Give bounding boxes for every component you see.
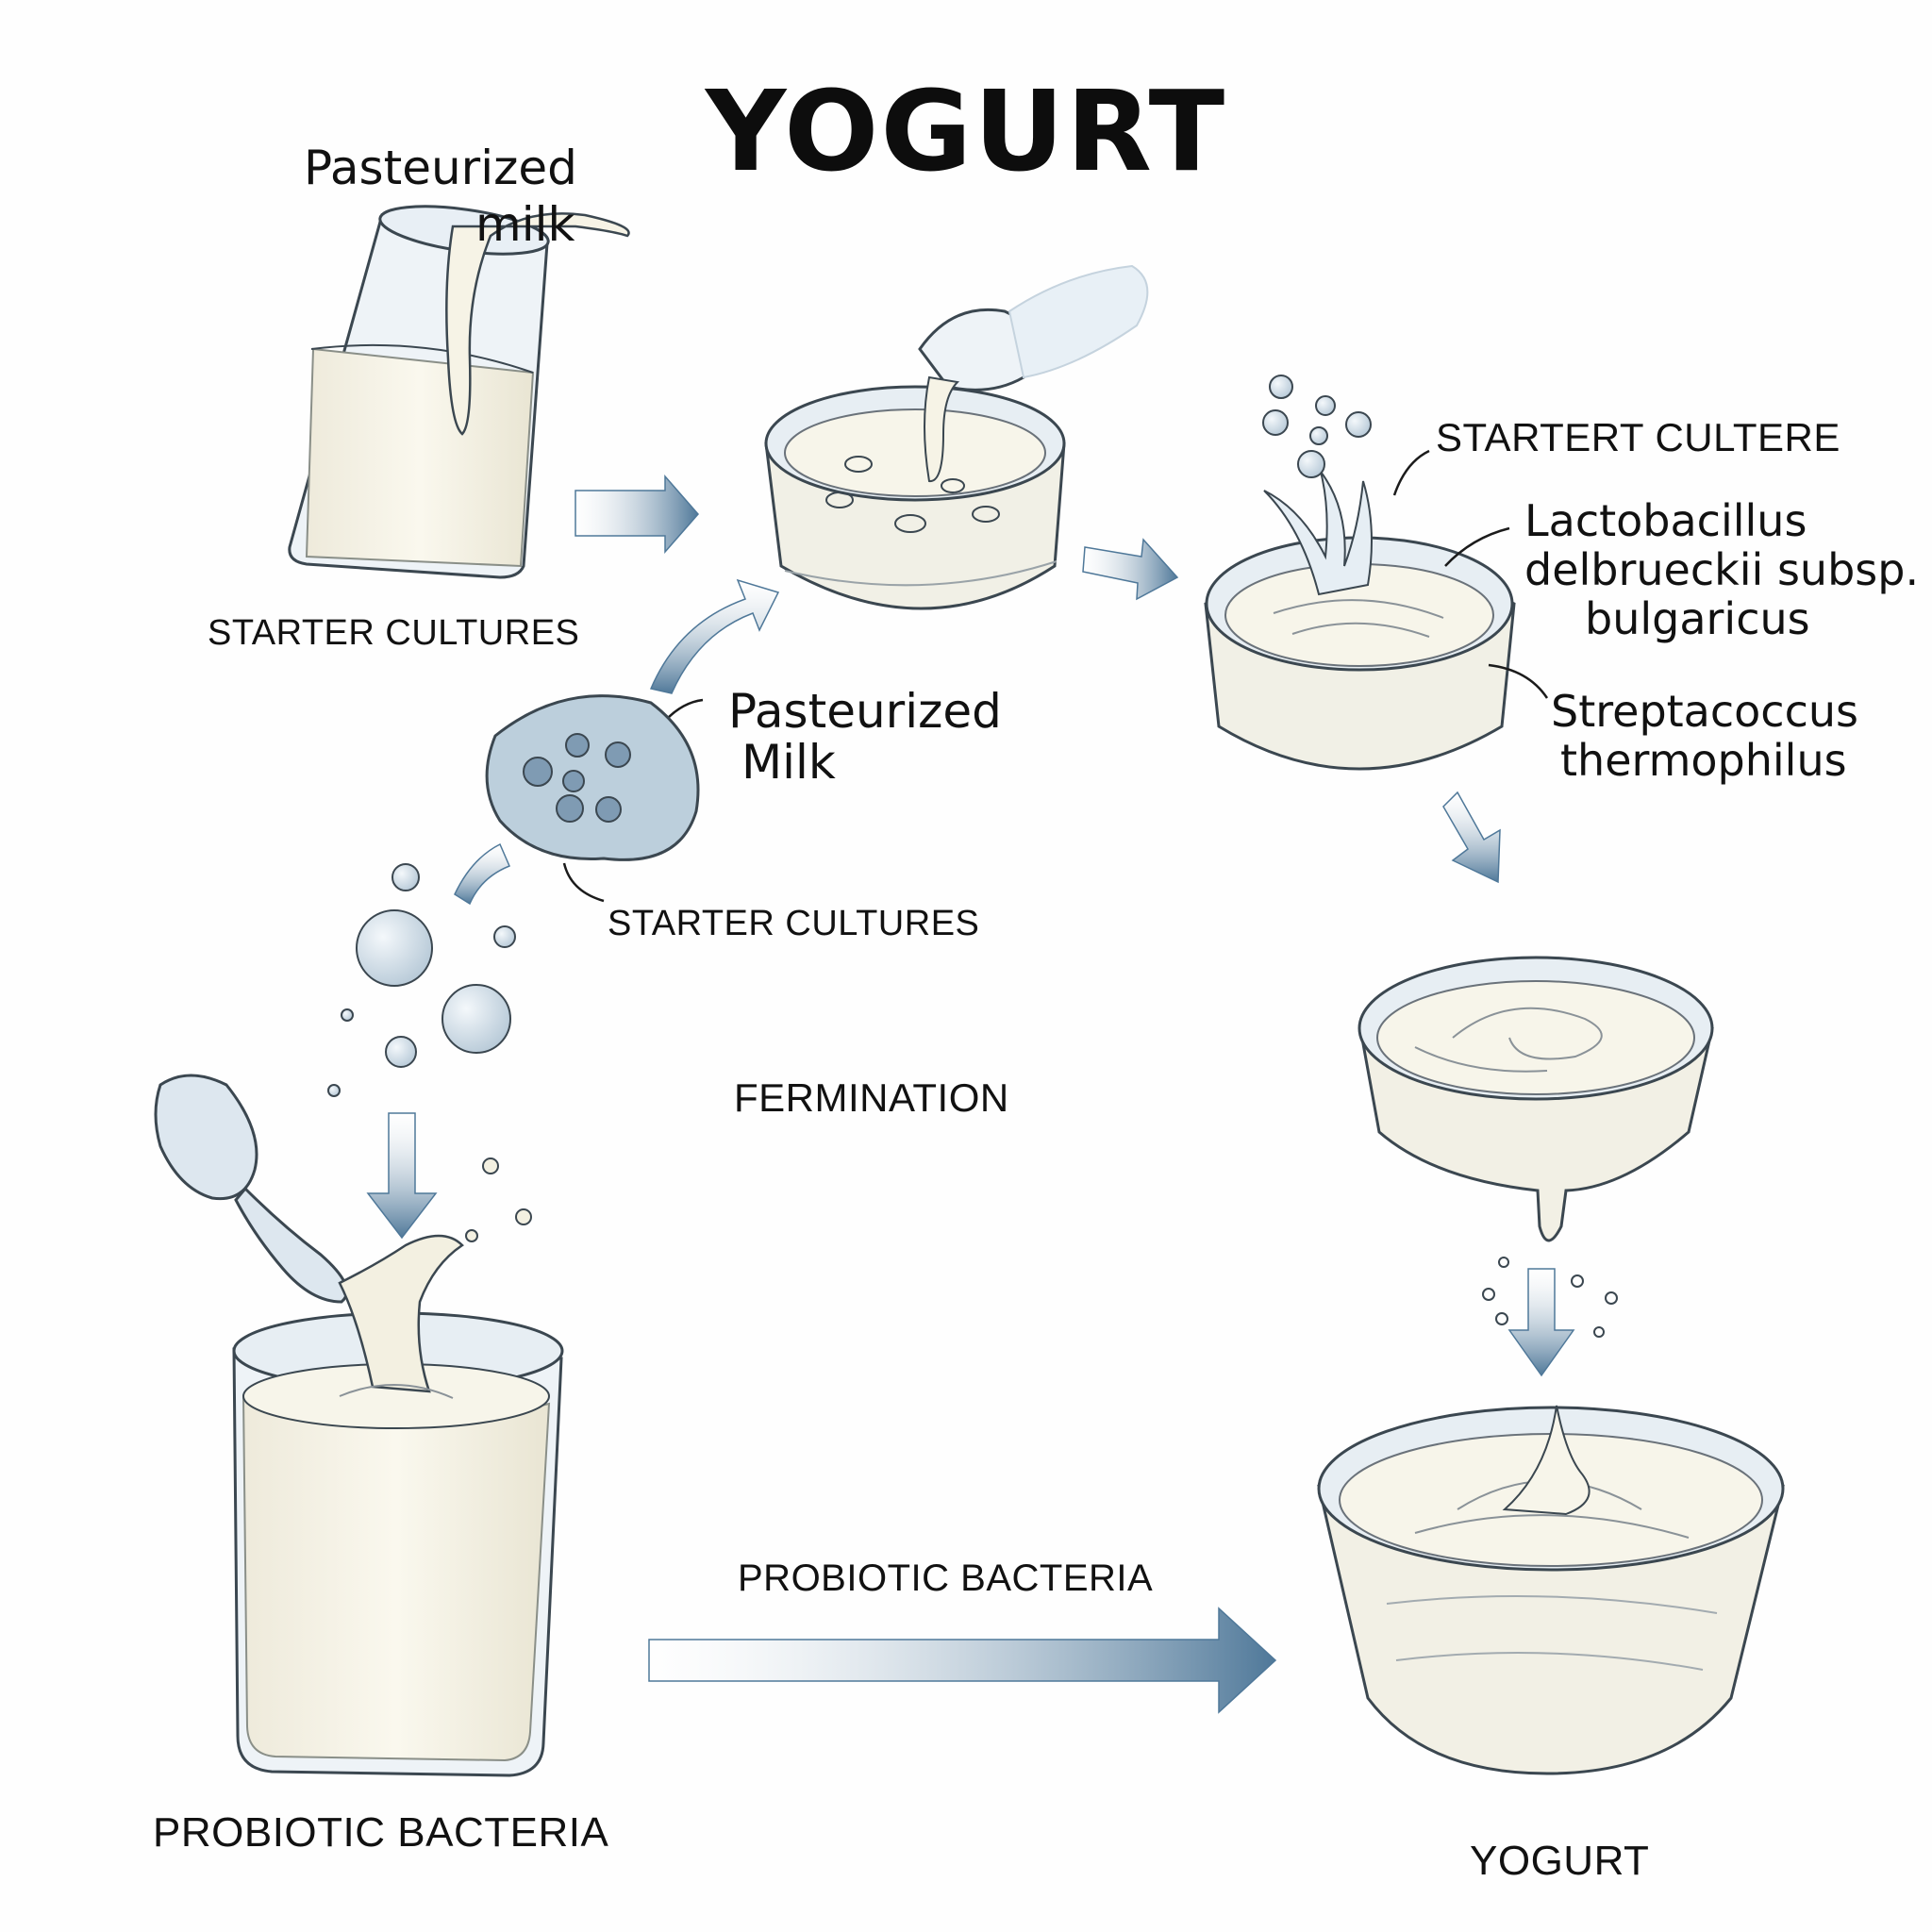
label-probiotic-arrow: PROBIOTIC BACTERIA <box>738 1557 1154 1599</box>
arrow-down-2 <box>1507 1268 1575 1377</box>
spoon-icon <box>154 1074 349 1304</box>
bacteria-bubbles-icon <box>327 842 516 1097</box>
label-starter-cultures-mid: STARTER CULTURES <box>608 904 980 943</box>
label-pasteurized-milk-mid-2: Milk <box>741 735 836 790</box>
label-streptococcus-1: Streptacoccus <box>1551 686 1858 737</box>
label-streptococcus-2: thermophilus <box>1560 735 1847 786</box>
label-starter-cultures-left: STARTER CULTURES <box>208 613 580 653</box>
strainer-bowl-icon <box>1357 956 1714 1338</box>
milk-glass-icon <box>232 1158 564 1777</box>
label-fermination: FERMINATION <box>734 1075 1009 1120</box>
label-pasteurized-milk-mid: Pasteurized <box>728 684 1002 739</box>
label-pasteurized-milk-top: Pasteurized <box>304 141 577 195</box>
arrow-right-2 <box>1082 538 1179 601</box>
leader-lines <box>562 449 1549 903</box>
arrow-down-3 <box>366 1112 438 1240</box>
arrow-curve-up <box>649 578 780 694</box>
starter-culture-blob-icon <box>485 694 700 861</box>
yogurt-bowl-icon <box>1317 1405 1785 1775</box>
milk-bowl-icon <box>764 264 1149 610</box>
label-startert-cultere: STARTERT CULTERE <box>1436 415 1840 459</box>
arrow-right-long <box>648 1607 1277 1714</box>
label-lactobacillus-1: Lactobacillus <box>1524 495 1807 546</box>
label-lactobacillus-2: delbrueckii subsp. <box>1524 544 1920 595</box>
label-lactobacillus-3: bulgaricus <box>1585 593 1810 644</box>
splash-bowl-icon <box>1204 375 1516 771</box>
arrow-down-1 <box>1442 791 1501 884</box>
label-pasteurized-milk-top-2: milk <box>475 197 575 252</box>
milk-jar-icon <box>288 205 630 579</box>
label-probiotic-bottom: PROBIOTIC BACTERIA <box>153 1809 609 1856</box>
diagram-title: YOGURT <box>705 66 1227 196</box>
arrow-right-1 <box>575 475 699 554</box>
label-yogurt-bottom: YOGURT <box>1470 1838 1650 1884</box>
